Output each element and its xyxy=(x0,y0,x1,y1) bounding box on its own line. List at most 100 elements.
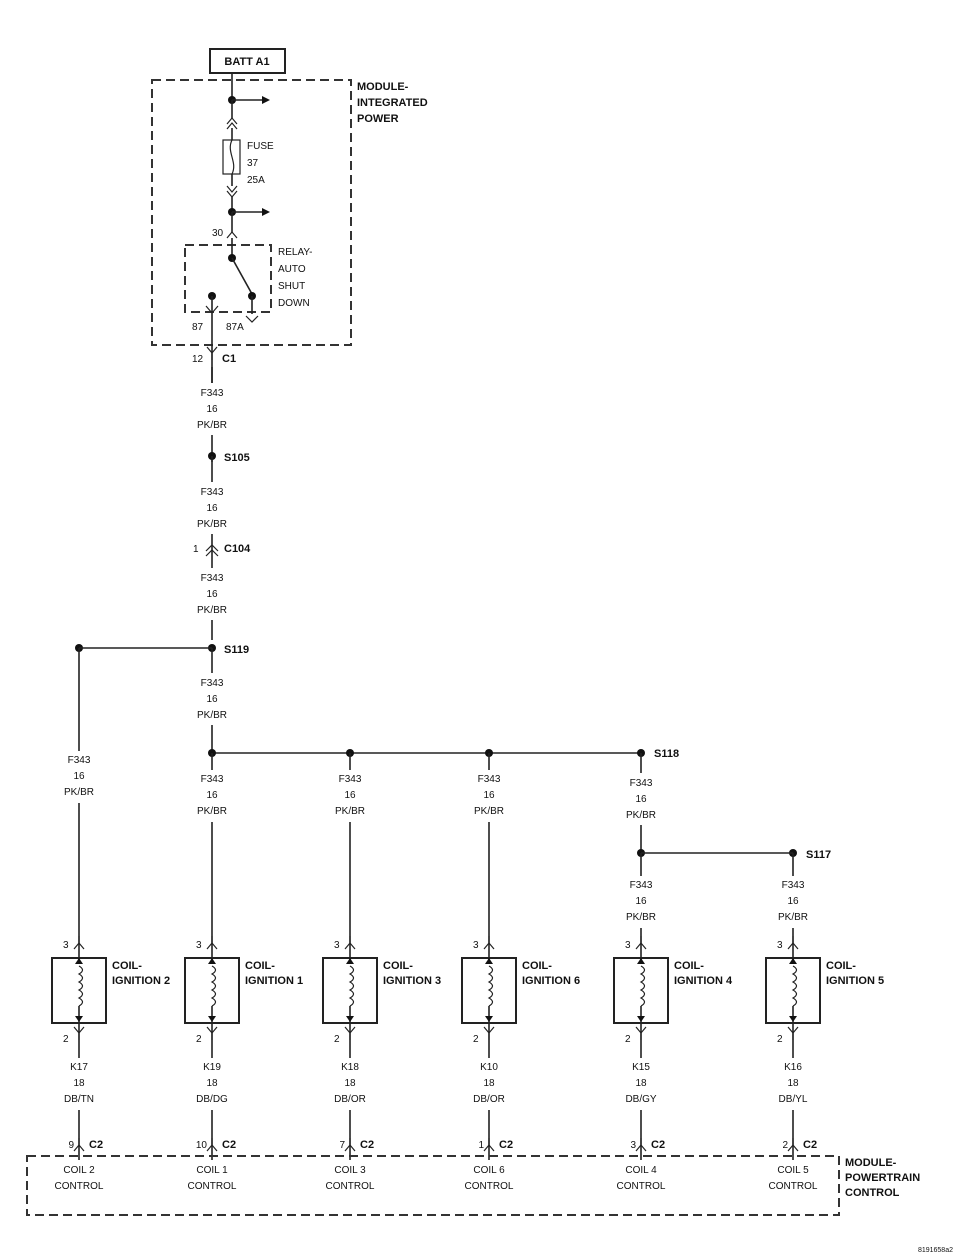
wire-label-f343: F343 xyxy=(782,880,805,891)
coil-control-wire-label: K15 xyxy=(632,1062,650,1073)
coil-control-wire-label: 18 xyxy=(344,1078,356,1089)
coil-name: COIL- xyxy=(826,960,856,972)
coil-pin-in-connector xyxy=(206,936,218,950)
relay-label: AUTO xyxy=(278,264,306,275)
coil-pin-in-connector xyxy=(483,936,495,950)
label-bg xyxy=(624,773,658,825)
label-bg xyxy=(195,770,229,822)
pcm-coil-control-label: COIL 6 xyxy=(473,1165,505,1176)
c2-connector xyxy=(344,1138,356,1152)
relay-87a-connector xyxy=(245,315,259,323)
wire-label-f343: F343 xyxy=(630,778,653,789)
label-bg xyxy=(196,482,230,534)
coil-winding xyxy=(791,965,798,1007)
label-bg xyxy=(196,673,230,725)
wire-label-f343: PK/BR xyxy=(626,810,656,821)
coil-control-wire-label: 18 xyxy=(483,1078,495,1089)
s105-label: S105 xyxy=(224,452,250,464)
wire-label-f343: PK/BR xyxy=(335,806,365,817)
fuse-label: 25A xyxy=(247,175,265,186)
wire-label-f343: PK/BR xyxy=(64,787,94,798)
coil-control-wire-label: DB/GY xyxy=(625,1094,656,1105)
coil-pin-in-connector xyxy=(73,936,85,950)
c1-connector xyxy=(206,346,218,360)
coil-arrow-bottom xyxy=(485,1016,493,1022)
coil-pin-in: 3 xyxy=(63,940,69,951)
coil-pin-out: 2 xyxy=(625,1034,631,1045)
c2-pin: 2 xyxy=(782,1140,788,1151)
s117-label: S117 xyxy=(806,849,831,861)
wire-label-f343: 16 xyxy=(635,896,647,907)
wire-label-f343: 16 xyxy=(206,790,218,801)
pcm-title: MODULE- xyxy=(845,1157,897,1169)
coil-pin-in: 3 xyxy=(473,940,479,951)
coil-winding xyxy=(639,965,646,1007)
ipm-branch-top-head xyxy=(262,96,270,104)
pcm-coil-control-label: CONTROL xyxy=(326,1181,375,1192)
coil-winding xyxy=(77,965,84,1007)
c2-pin: 1 xyxy=(478,1140,484,1151)
coil-name: COIL- xyxy=(383,960,413,972)
pcm-outline xyxy=(26,1155,840,1216)
coil-pin-in: 3 xyxy=(334,940,340,951)
ipm-title: POWER xyxy=(357,113,399,125)
coil-pin-in: 3 xyxy=(777,940,783,951)
coil-control-wire-label: DB/OR xyxy=(473,1094,505,1105)
fuse-lower-connector xyxy=(226,185,238,198)
wire-label-f343: F343 xyxy=(201,487,224,498)
wire-label-f343: PK/BR xyxy=(626,912,656,923)
pcm-coil-control-label: CONTROL xyxy=(465,1181,514,1192)
wire-label-f343: PK/BR xyxy=(197,519,227,530)
wire-label-f343: F343 xyxy=(201,573,224,584)
wire-label-f343: 16 xyxy=(344,790,356,801)
coil-pin-in: 3 xyxy=(625,940,631,951)
c2-pin: 9 xyxy=(68,1140,74,1151)
relay-87-connector xyxy=(205,305,219,314)
coil-pin-out: 2 xyxy=(334,1034,340,1045)
pcm-coil-control-label: CONTROL xyxy=(188,1181,237,1192)
c2-name: C2 xyxy=(803,1139,817,1151)
wire-label-f343: PK/BR xyxy=(778,912,808,923)
coil-arrow-top xyxy=(485,958,493,964)
pcm-coil-control-label: COIL 4 xyxy=(625,1165,657,1176)
battery-box xyxy=(209,48,286,74)
coil-pin-out: 2 xyxy=(473,1034,479,1045)
wire-label-f343: F343 xyxy=(630,880,653,891)
c2-name: C2 xyxy=(89,1139,103,1151)
coil-winding xyxy=(210,965,217,1007)
figure-id: 8191658a2 xyxy=(918,1247,953,1254)
coil-name: IGNITION 6 xyxy=(522,975,580,987)
relay-pin-87: 87 xyxy=(192,322,204,333)
coil-control-wire-label: 18 xyxy=(206,1078,218,1089)
wire-label-f343: F343 xyxy=(339,774,362,785)
coil-name: COIL- xyxy=(674,960,704,972)
label-bg xyxy=(59,1058,99,1110)
pcm-title: POWERTRAIN xyxy=(845,1172,920,1184)
relay-label: SHUT xyxy=(278,281,305,292)
relay-switch-arm xyxy=(231,257,253,295)
coil-pin-out: 2 xyxy=(196,1034,202,1045)
coil-winding xyxy=(487,965,494,1007)
s119-label: S119 xyxy=(224,644,249,656)
coil-arrow-bottom xyxy=(789,1016,797,1022)
wire-label-f343: 16 xyxy=(73,771,85,782)
label-bg xyxy=(773,1058,813,1110)
c2-pin: 7 xyxy=(339,1140,345,1151)
fuse-label: FUSE xyxy=(247,141,274,152)
c2-name: C2 xyxy=(651,1139,665,1151)
c2-connector xyxy=(73,1138,85,1152)
coil-control-wire-label: DB/DG xyxy=(196,1094,228,1105)
coil-arrow-bottom xyxy=(346,1016,354,1022)
pcm-coil-control-label: COIL 1 xyxy=(196,1165,228,1176)
c2-connector xyxy=(206,1138,218,1152)
ipm-title: MODULE- xyxy=(357,81,409,93)
coil-pin-out: 2 xyxy=(777,1034,783,1045)
coil-arrow-top xyxy=(637,958,645,964)
battery-label: BATT A1 xyxy=(224,56,269,68)
wire-label-f343: 16 xyxy=(206,694,218,705)
wire-label-f343: F343 xyxy=(478,774,501,785)
coil-name: COIL- xyxy=(245,960,275,972)
c2-name: C2 xyxy=(360,1139,374,1151)
coil-control-wire-label: 18 xyxy=(73,1078,85,1089)
